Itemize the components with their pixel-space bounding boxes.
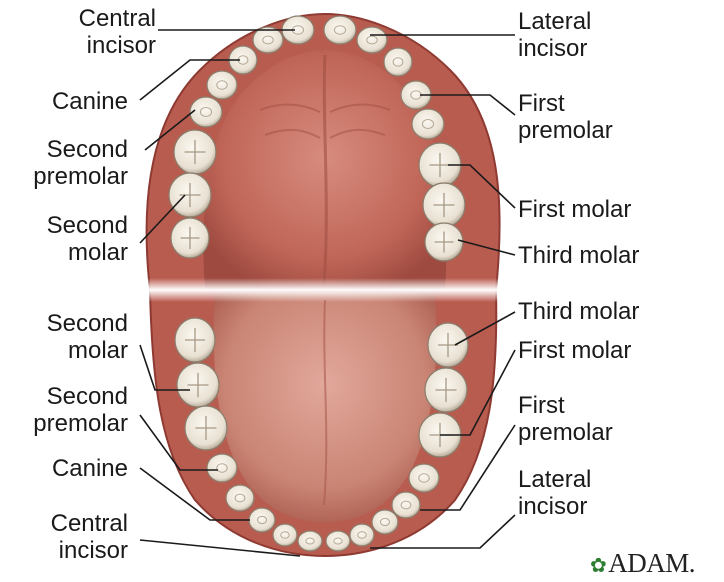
lower-second-premolar-left-tooth (207, 454, 237, 482)
upper-canine-right-tooth (384, 48, 412, 76)
label-lower-lateral-incisor: Lateral incisor (518, 466, 591, 520)
upper-canine-right-crown (384, 48, 412, 76)
lower-canine-right-tooth (372, 510, 398, 534)
upper-third-molar-left-tooth (171, 218, 209, 258)
lower-canine-left-crown (249, 508, 275, 532)
upper-central-incisor-right-tooth (324, 16, 356, 44)
label-upper-first-molar: First molar (518, 196, 631, 223)
upper-second-premolar-right-crown (412, 109, 444, 139)
lower-second-premolar-right-crown (409, 464, 439, 492)
lower-central-incisor-left-tooth (298, 531, 322, 551)
label-upper-canine: Canine (28, 88, 128, 115)
label-upper-third-molar: Third molar (518, 242, 639, 269)
lower-first-premolar-right-tooth (392, 492, 420, 518)
upper-lateral-incisor-left-crown (253, 27, 283, 53)
lower-second-molar-left-tooth (177, 363, 219, 407)
lower-central-incisor-left-crown (298, 531, 322, 551)
upper-first-premolar-left-tooth (207, 71, 237, 99)
jaw-divider (140, 278, 510, 302)
lower-central-incisor-right-crown (326, 531, 350, 551)
lower-central-incisor-right-tooth (326, 531, 350, 551)
lower-first-premolar-left-tooth (226, 485, 254, 511)
upper-second-molar-right-tooth (423, 183, 465, 227)
upper-lateral-incisor-left-tooth (253, 27, 283, 53)
label-lower-third-molar: Third molar (518, 298, 639, 325)
label-upper-second-premolar: Second premolar (28, 136, 128, 190)
label-lower-central-incisor: Central incisor (10, 510, 128, 564)
upper-first-premolar-left-crown (207, 71, 237, 99)
upper-lateral-incisor-right-crown (357, 27, 387, 53)
lower-first-premolar-left-crown (226, 485, 254, 511)
upper-first-molar-left-tooth (174, 130, 216, 174)
label-lower-canine: Canine (28, 455, 128, 482)
label-lower-second-premolar: Second premolar (10, 383, 128, 437)
upper-second-molar-left-tooth (169, 173, 211, 217)
label-upper-first-premolar: First premolar (518, 90, 613, 144)
lower-lateral-incisor-left-tooth (273, 524, 297, 546)
label-upper-central-incisor: Central incisor (28, 5, 156, 59)
lower-first-molar-left-tooth (185, 406, 227, 450)
lower-lateral-incisor-left-crown (273, 524, 297, 546)
label-lower-second-molar: Second molar (28, 310, 128, 364)
lower-canine-left-tooth (249, 508, 275, 532)
upper-lateral-incisor-right-tooth (357, 27, 387, 53)
label-lower-first-premolar: First premolar (518, 392, 613, 446)
lower-second-premolar-right-tooth (409, 464, 439, 492)
label-upper-lateral-incisor: Lateral incisor (518, 8, 591, 62)
logo-text: ADAM. (608, 548, 695, 578)
lower-canine-right-crown (372, 510, 398, 534)
lower-lateral-incisor-right-crown (350, 524, 374, 546)
lower-third-molar-left-tooth (175, 318, 215, 362)
upper-third-molar-right-tooth (425, 223, 463, 261)
upper-second-premolar-left-crown (190, 97, 222, 127)
upper-second-premolar-right-tooth (412, 109, 444, 139)
lower-lateral-incisor-right-tooth (350, 524, 374, 546)
lower-second-molar-right-tooth (425, 368, 467, 412)
leaf-icon: ✿ (590, 555, 606, 577)
upper-central-incisor-right-crown (324, 16, 356, 44)
label-lower-first-molar: First molar (518, 337, 631, 364)
lower-third-molar-right-tooth (428, 323, 468, 367)
lower-second-premolar-left-crown (207, 454, 237, 482)
label-upper-second-molar: Second molar (28, 212, 128, 266)
lower-first-premolar-right-crown (392, 492, 420, 518)
upper-second-premolar-left-tooth (190, 97, 222, 127)
adam-logo: ✿ADAM. (590, 548, 695, 579)
